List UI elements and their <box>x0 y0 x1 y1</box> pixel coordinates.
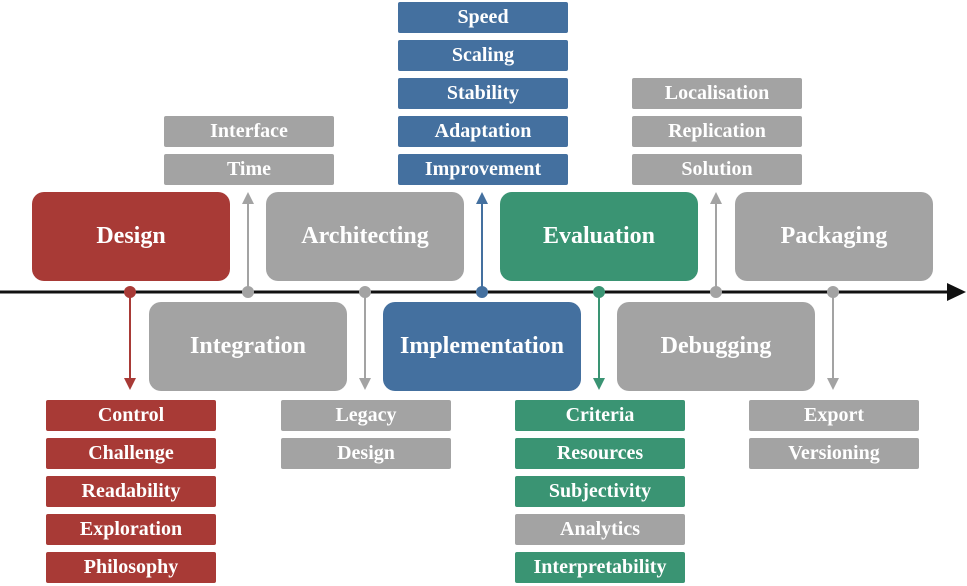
architecting-tag: Legacy <box>281 400 451 431</box>
design-tag: Philosophy <box>46 552 216 583</box>
architecting-connector <box>359 286 371 390</box>
evaluation-tag: Criteria <box>515 400 685 431</box>
implementation-tag: Scaling <box>398 40 568 71</box>
packaging-connector <box>827 286 839 390</box>
design-tag: Challenge <box>46 438 216 469</box>
evaluation-tag: Interpretability <box>515 552 685 583</box>
implementation-tag: Improvement <box>398 154 568 185</box>
debugging-tag: Localisation <box>632 78 802 109</box>
integration-connector <box>242 192 254 298</box>
packaging-tag: Versioning <box>749 438 919 469</box>
evaluation-tag: Resources <box>515 438 685 469</box>
design-connector <box>124 286 136 390</box>
debugging-connector <box>710 192 722 298</box>
stage-integration: Integration <box>149 302 347 391</box>
axis-arrowhead-icon <box>947 283 966 301</box>
debugging-tag: Solution <box>632 154 802 185</box>
integration-tag: Interface <box>164 116 334 147</box>
packaging-tag: Export <box>749 400 919 431</box>
stage-implementation: Implementation <box>383 302 581 391</box>
stage-evaluation: Evaluation <box>500 192 698 281</box>
architecting-tag: Design <box>281 438 451 469</box>
integration-tag: Time <box>164 154 334 185</box>
stage-packaging: Packaging <box>735 192 933 281</box>
implementation-tag: Speed <box>398 2 568 33</box>
evaluation-tag: Analytics <box>515 514 685 545</box>
implementation-tag: Adaptation <box>398 116 568 147</box>
evaluation-connector <box>593 286 605 390</box>
stage-debugging: Debugging <box>617 302 815 391</box>
design-tag: Readability <box>46 476 216 507</box>
implementation-tag: Stability <box>398 78 568 109</box>
stage-design: Design <box>32 192 230 281</box>
evaluation-tag: Subjectivity <box>515 476 685 507</box>
implementation-connector <box>476 192 488 298</box>
stage-architecting: Architecting <box>266 192 464 281</box>
design-tag: Control <box>46 400 216 431</box>
design-tag: Exploration <box>46 514 216 545</box>
debugging-tag: Replication <box>632 116 802 147</box>
